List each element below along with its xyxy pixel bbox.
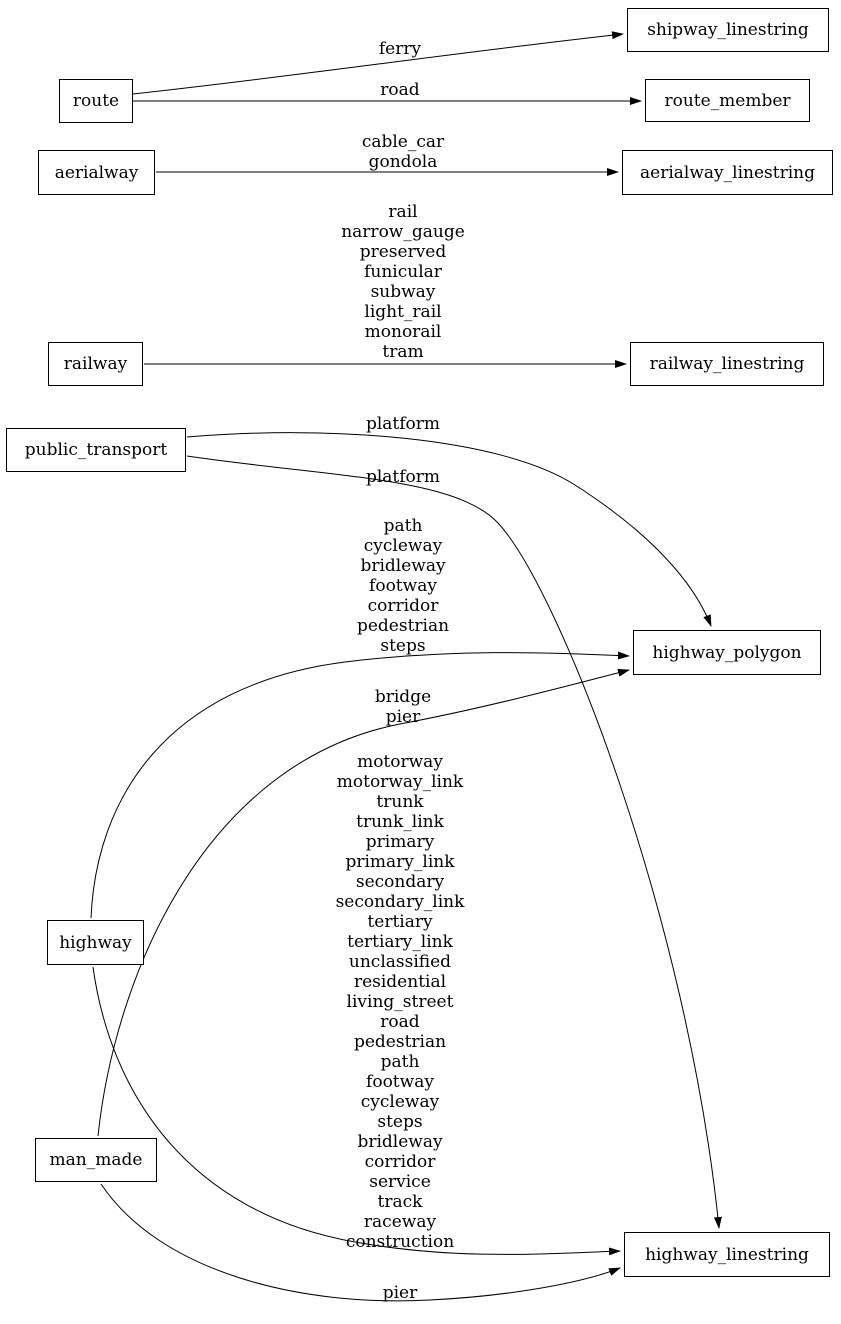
edge-label-cable-car-gondola: cable_car gondola [361,132,445,172]
edge-label-pier: pier [382,1283,418,1303]
edge-man-made-to-highway-linestring [100,1183,621,1302]
node-railway-linestring: railway_linestring [630,342,824,386]
edge-label-highway-linestring-values: motorway motorway_link trunk trunk_link … [335,752,465,1252]
edge-label-platform-polygon: platform [365,414,441,434]
edge-label-platform-linestring: platform [365,467,441,487]
node-highway-polygon: highway_polygon [633,630,821,675]
edge-label-highway-polygon-values: path cycleway bridleway footway corridor… [356,516,450,656]
edge-highway-to-highway-polygon [90,651,630,919]
edge-route-to-shipway-linestring [132,31,624,95]
edge-label-road: road [380,80,420,100]
node-highway: highway [47,920,144,965]
edge-public-transport-to-highway-polygon [186,432,712,627]
node-shipway-linestring: shipway_linestring [627,8,829,52]
node-highway-linestring: highway_linestring [624,1232,830,1277]
edge-public-transport-to-highway-linestring [186,455,722,1229]
node-man-made: man_made [35,1138,157,1182]
node-public-transport: public_transport [6,428,186,472]
node-route-member: route_member [645,79,810,122]
node-railway: railway [48,342,143,386]
node-aerialway: aerialway [38,150,155,195]
edge-label-ferry: ferry [378,39,422,59]
edge-highway-to-highway-linestring [92,966,621,1256]
node-aerialway-linestring: aerialway_linestring [622,150,833,195]
edge-label-bridge-pier: bridge pier [374,687,432,727]
node-route: route [59,79,133,123]
edge-man-made-to-highway-polygon [97,668,630,1137]
edge-label-railway-values: rail narrow_gauge preserved funicular su… [341,202,465,362]
